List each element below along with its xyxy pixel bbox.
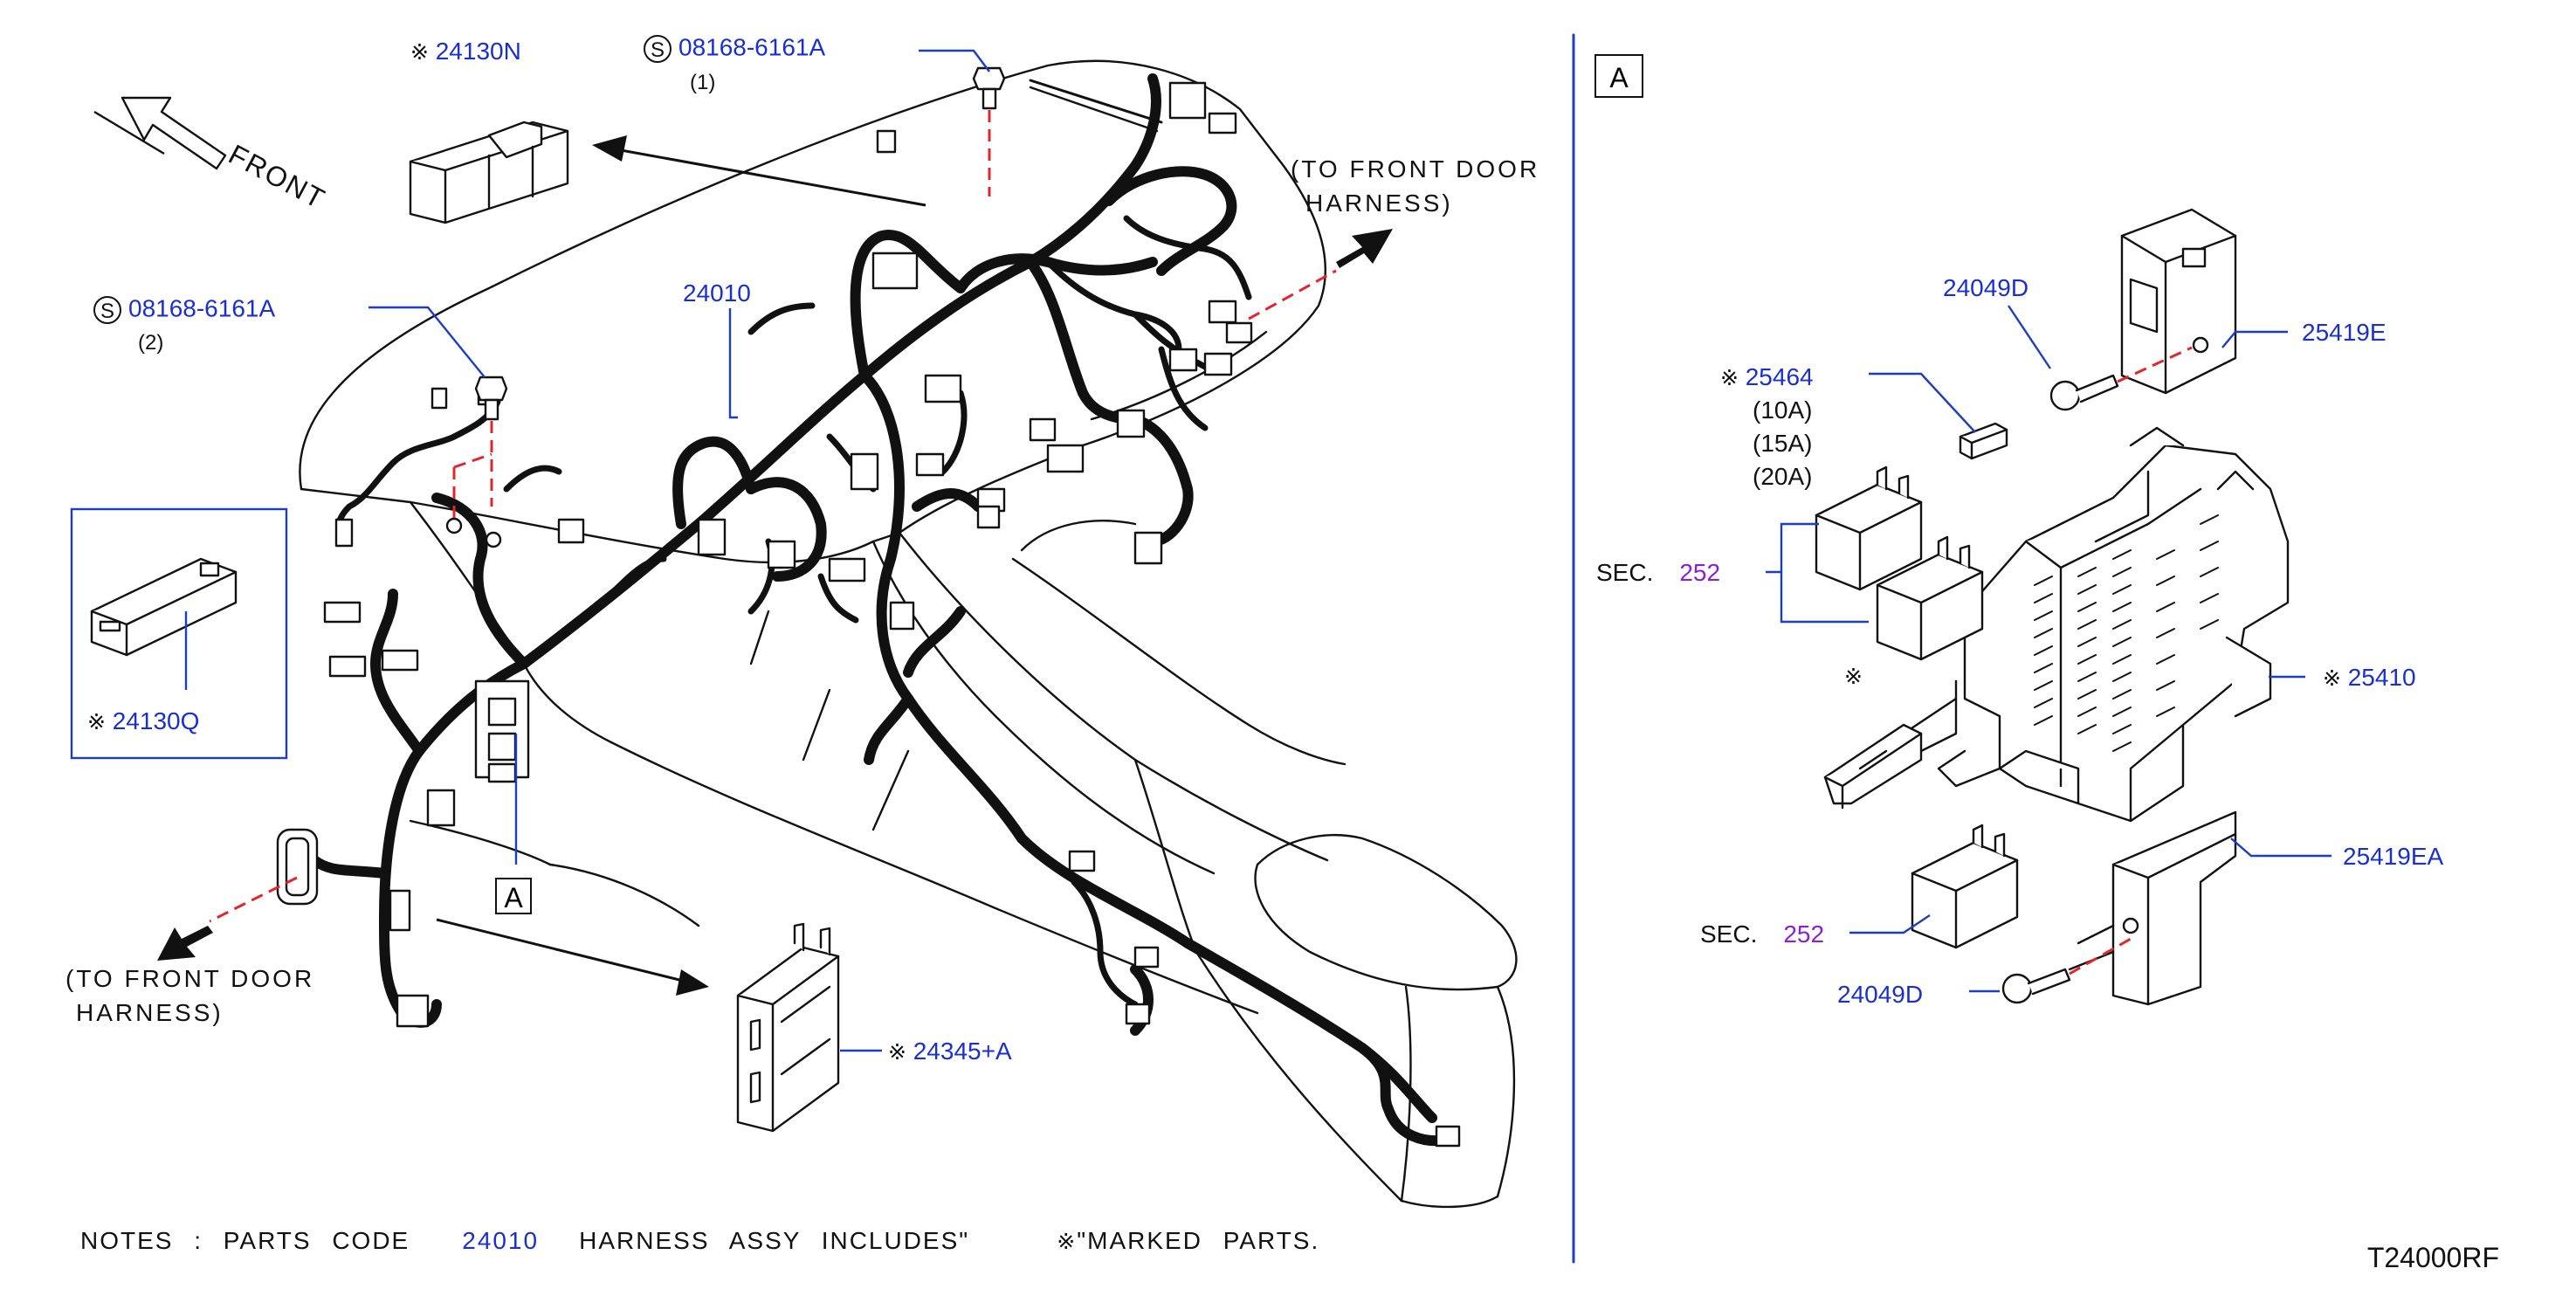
to-front-door-right-line2: HARNESS): [1305, 190, 1453, 217]
relay-drawings: [1815, 465, 2019, 949]
instrument-panel-outline: [299, 59, 1518, 1209]
fuse-25464-drawing: [1959, 422, 2008, 460]
bracket-24345A-drawing: [736, 922, 840, 1133]
detail-a-reference-box[interactable]: A: [495, 878, 532, 914]
sec-number: 252: [1783, 920, 1825, 948]
clip-marked-symbol: ※: [1844, 664, 1863, 689]
detail-box-24130Q: [70, 507, 288, 760]
part-25419EA-label[interactable]: 25419EA: [2343, 843, 2444, 870]
notes-prefix: NOTES : PARTS CODE: [80, 1227, 410, 1254]
to-front-door-right-line1: (TO FRONT DOOR: [1291, 155, 1540, 183]
fuse-rating-15a: (15A): [1753, 430, 1813, 457]
notes-mark: ※: [1057, 1229, 1078, 1254]
part-24010-label[interactable]: 24010: [683, 279, 751, 307]
to-front-door-left-line1: (TO FRONT DOOR: [65, 965, 315, 992]
fuse-block-fuse-rows: [2034, 514, 2219, 752]
part-number: 08168-6161A: [678, 33, 826, 61]
part-number: 08168-6161A: [128, 294, 276, 322]
fuse-rating-10a: (10A): [1753, 396, 1813, 424]
part-25410-label[interactable]: ※ 25410: [2323, 665, 2416, 690]
connector-24130Q-drawing: [90, 557, 238, 657]
part-24049D-bottom-label[interactable]: 24049D: [1837, 981, 1924, 1008]
left-door-connector: [276, 828, 319, 906]
part-number: 24130N: [435, 38, 521, 65]
sec-prefix: SEC.: [1596, 559, 1654, 586]
part-24345A-label[interactable]: ※ 24345+A: [888, 1039, 1012, 1064]
marked-part-symbol: ※: [1720, 365, 1739, 390]
bracket-25419E-drawing: [2120, 208, 2237, 395]
leader-lines: [184, 49, 2331, 1052]
main-harness: [309, 73, 1455, 1147]
marked-part-symbol: ※: [2323, 665, 2341, 691]
diagram-code: T24000RF: [2366, 1242, 2499, 1273]
sec-number: 252: [1679, 559, 1721, 586]
harness-branches: [335, 215, 1252, 1008]
detail-a-title-box: A: [1595, 54, 1643, 98]
bolt-drawings: [445, 66, 1006, 548]
part-24130N-label[interactable]: ※ 24130N: [410, 39, 521, 64]
install-dashed-lines: [209, 110, 2193, 975]
part-bolt-1-qty: (1): [690, 71, 716, 94]
marked-part-symbol: ※: [87, 709, 106, 734]
part-24049D-top-label[interactable]: 24049D: [1943, 274, 2029, 301]
clip-drawing: [1823, 723, 1923, 810]
part-number: 24130Q: [112, 707, 200, 734]
connector-24130N-drawing: [409, 121, 569, 224]
fuse-block-25410-drawing: [1902, 426, 2290, 823]
to-front-door-left-line2: HARNESS): [76, 999, 224, 1026]
part-25419E-label[interactable]: 25419E: [2302, 319, 2387, 346]
standard-part-symbol: S: [93, 296, 121, 324]
part-number: 24345+A: [913, 1037, 1012, 1065]
bracket-25419EA-drawing: [2068, 810, 2237, 1006]
sec-prefix: SEC.: [1700, 920, 1758, 948]
marked-part-symbol: ※: [888, 1039, 906, 1065]
notes-code[interactable]: 24010: [462, 1227, 540, 1254]
direction-arrows: [93, 96, 1393, 996]
part-bolt-2-qty: (2): [138, 331, 164, 355]
part-25464-label[interactable]: ※ 25464: [1720, 365, 1814, 389]
notes-line: NOTES : PARTS CODE 24010 HARNESS ASSY INCL…: [80, 1229, 1319, 1253]
connectors: [323, 81, 1461, 1148]
sec-252-bottom-ref[interactable]: SEC. 252: [1700, 922, 1824, 947]
sec-252-top-ref[interactable]: SEC. 252: [1596, 561, 1720, 585]
standard-part-symbol: S: [644, 35, 672, 63]
fuse-rating-20a: (20A): [1753, 463, 1813, 490]
marked-part-symbol: ※: [410, 39, 429, 65]
part-number: 25410: [2347, 664, 2416, 691]
screw-drawings: [2001, 374, 2119, 1004]
notes-middle: HARNESS ASSY INCLUDES": [579, 1227, 970, 1254]
part-24130Q-label[interactable]: ※ 24130Q: [87, 709, 199, 734]
notes-suffix: "MARKED PARTS.: [1077, 1227, 1320, 1254]
part-number: 25464: [1745, 363, 1814, 390]
